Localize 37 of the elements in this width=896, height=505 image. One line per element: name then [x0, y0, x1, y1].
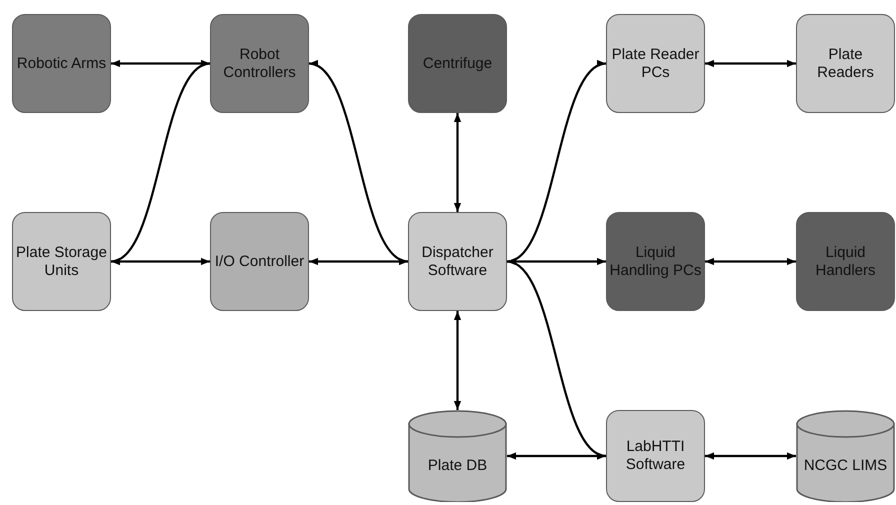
- node-label: Plate DB: [426, 457, 488, 475]
- process-box: [12, 14, 111, 113]
- double-arrow: [705, 258, 796, 266]
- double-arrow: [454, 311, 462, 410]
- node-label: Robotic Arms: [16, 54, 108, 72]
- double-arrow: [705, 452, 796, 460]
- node-label: Liquid Handling PCs: [608, 244, 702, 280]
- node-label: Plate Storage Units: [15, 244, 108, 280]
- node-label: Plate Readers: [816, 46, 875, 82]
- double-arrow: [111, 258, 210, 266]
- process-box: [210, 14, 309, 113]
- process-box: [796, 212, 895, 311]
- process-box: [210, 212, 309, 311]
- process-box: [408, 14, 507, 113]
- node-label: Dispatcher Software: [420, 244, 494, 280]
- node-label: I/O Controller: [214, 252, 306, 270]
- process-box: [408, 212, 507, 311]
- double-arrow: [308, 62, 408, 263]
- node-label: LabHTTI Software: [624, 438, 686, 474]
- database-cylinder: [408, 410, 507, 502]
- process-box: [796, 14, 895, 113]
- node-label: Robot Controllers: [222, 46, 297, 82]
- double-arrow: [506, 260, 606, 458]
- double-arrow: [506, 62, 606, 263]
- node-label: NCGC LIMS: [802, 457, 888, 475]
- process-box: [606, 212, 705, 311]
- process-box: [606, 14, 705, 113]
- node-label: Plate Reader PCs: [610, 46, 700, 82]
- process-box: [12, 212, 111, 311]
- node-label: Liquid Handlers: [814, 244, 877, 280]
- double-arrow: [454, 113, 462, 212]
- database-cylinder: [796, 410, 895, 502]
- node-label: Centrifuge: [422, 54, 494, 72]
- double-arrow: [507, 452, 606, 460]
- process-box: [606, 410, 705, 502]
- double-arrow: [705, 60, 796, 68]
- double-arrow: [110, 62, 210, 263]
